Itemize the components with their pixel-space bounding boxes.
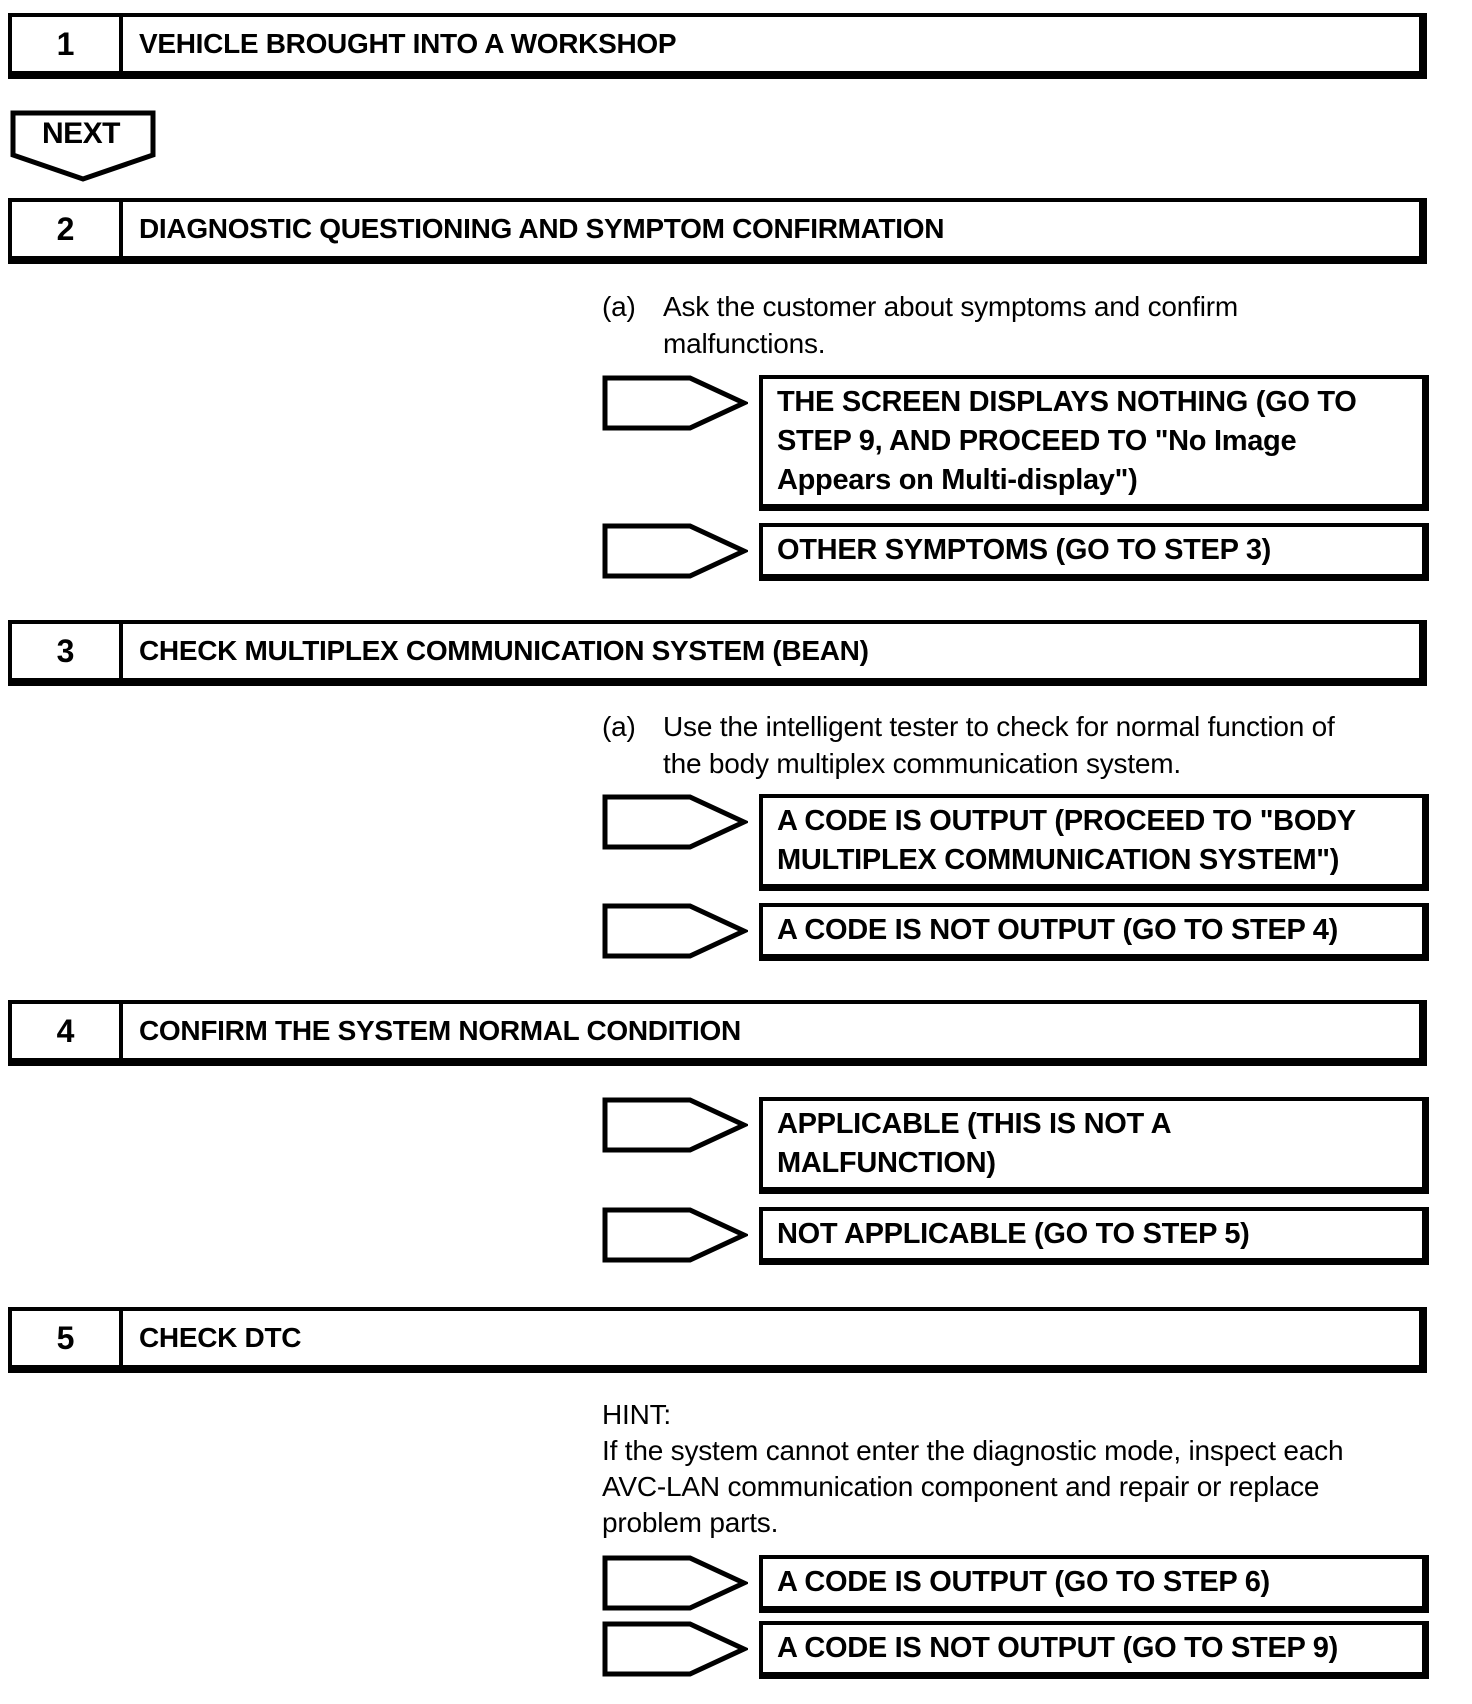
right-arrow-icon — [602, 903, 748, 959]
result-box: A CODE IS NOT OUTPUT (GO TO STEP 4) — [759, 903, 1429, 961]
result-box: APPLICABLE (THIS IS NOT A MALFUNCTION) — [759, 1097, 1429, 1194]
step-1-title: VEHICLE BROUGHT INTO A WORKSHOP — [139, 28, 677, 59]
step-5-hint: HINT: If the system cannot enter the dia… — [602, 1397, 1472, 1541]
step-2-result-1: THE SCREEN DISPLAYS NOTHING (GO TO STEP … — [602, 375, 1472, 511]
step-1-header: 1 VEHICLE BROUGHT INTO A WORKSHOP — [8, 13, 1427, 79]
result-text: APPLICABLE (THIS IS NOT A MALFUNCTION) — [777, 1108, 1172, 1179]
step-2-number: 2 — [12, 202, 123, 256]
step-4-number: 4 — [12, 1004, 123, 1058]
step-3-section: 3 CHECK MULTIPLEX COMMUNICATION SYSTEM (… — [0, 620, 1472, 961]
result-box: THE SCREEN DISPLAYS NOTHING (GO TO STEP … — [759, 375, 1429, 511]
result-text: THE SCREEN DISPLAYS NOTHING (GO TO STEP … — [777, 386, 1357, 496]
step-4-title: CONFIRM THE SYSTEM NORMAL CONDITION — [139, 1015, 741, 1046]
step-5-header: 5 CHECK DTC — [8, 1307, 1427, 1373]
step-4-header: 4 CONFIRM THE SYSTEM NORMAL CONDITION — [8, 1000, 1427, 1066]
next-label: NEXT — [41, 117, 121, 150]
step-4-result-1: APPLICABLE (THIS IS NOT A MALFUNCTION) — [602, 1097, 1472, 1194]
result-text: A CODE IS OUTPUT (GO TO STEP 6) — [777, 1566, 1270, 1598]
step-5-title: CHECK DTC — [139, 1322, 302, 1353]
step-5-section: 5 CHECK DTC HINT: If the system cannot e… — [0, 1307, 1472, 1679]
result-box: A CODE IS OUTPUT (PROCEED TO "BODY MULTI… — [759, 794, 1429, 891]
step-5-number: 5 — [12, 1311, 123, 1365]
step-2-title: DIAGNOSTIC QUESTIONING AND SYMPTOM CONFI… — [139, 213, 945, 244]
step-1-number: 1 — [12, 17, 123, 71]
result-box: A CODE IS NOT OUTPUT (GO TO STEP 9) — [759, 1621, 1429, 1679]
result-text: A CODE IS NOT OUTPUT (GO TO STEP 4) — [777, 914, 1338, 946]
right-arrow-icon — [602, 523, 748, 579]
step-5-result-2: A CODE IS NOT OUTPUT (GO TO STEP 9) — [602, 1621, 1472, 1679]
step-3-header: 3 CHECK MULTIPLEX COMMUNICATION SYSTEM (… — [8, 620, 1427, 686]
result-text: OTHER SYMPTOMS (GO TO STEP 3) — [777, 534, 1272, 566]
step-4-result-2: NOT APPLICABLE (GO TO STEP 5) — [602, 1207, 1472, 1265]
right-arrow-icon — [602, 1621, 748, 1677]
right-arrow-icon — [602, 1097, 748, 1153]
result-box: NOT APPLICABLE (GO TO STEP 5) — [759, 1207, 1429, 1265]
hint-label: HINT: — [602, 1399, 672, 1430]
step-2-section: 2 DIAGNOSTIC QUESTIONING AND SYMPTOM CON… — [0, 198, 1472, 581]
step-1-section: 1 VEHICLE BROUGHT INTO A WORKSHOP — [0, 13, 1472, 79]
step-3-instruction: (a) Use the intelligent tester to check … — [602, 708, 1472, 782]
step-2-instruction: (a) Ask the customer about symptoms and … — [602, 288, 1472, 362]
next-down-arrow-icon — [10, 110, 156, 182]
result-box: OTHER SYMPTOMS (GO TO STEP 3) — [759, 523, 1429, 581]
step-3-title: CHECK MULTIPLEX COMMUNICATION SYSTEM (BE… — [139, 635, 869, 666]
hint-text: If the system cannot enter the diagnosti… — [602, 1435, 1344, 1538]
right-arrow-icon — [602, 375, 748, 431]
right-arrow-icon — [602, 794, 748, 850]
right-arrow-icon — [602, 1207, 748, 1263]
instruction-label: (a) — [602, 711, 636, 742]
result-box: A CODE IS OUTPUT (GO TO STEP 6) — [759, 1555, 1429, 1613]
instruction-text: Ask the customer about symptoms and conf… — [663, 291, 1238, 359]
next-marker: NEXT — [10, 110, 156, 182]
result-text: A CODE IS OUTPUT (PROCEED TO "BODY MULTI… — [777, 805, 1356, 876]
instruction-text: Use the intelligent tester to check for … — [663, 711, 1335, 779]
step-3-number: 3 — [12, 624, 123, 678]
instruction-label: (a) — [602, 291, 636, 322]
step-4-section: 4 CONFIRM THE SYSTEM NORMAL CONDITION AP… — [0, 1000, 1472, 1265]
step-3-result-2: A CODE IS NOT OUTPUT (GO TO STEP 4) — [602, 903, 1472, 961]
result-text: NOT APPLICABLE (GO TO STEP 5) — [777, 1218, 1250, 1250]
result-text: A CODE IS NOT OUTPUT (GO TO STEP 9) — [777, 1632, 1338, 1664]
step-3-result-1: A CODE IS OUTPUT (PROCEED TO "BODY MULTI… — [602, 794, 1472, 891]
step-5-result-1: A CODE IS OUTPUT (GO TO STEP 6) — [602, 1555, 1472, 1613]
step-2-result-2: OTHER SYMPTOMS (GO TO STEP 3) — [602, 523, 1472, 581]
step-2-header: 2 DIAGNOSTIC QUESTIONING AND SYMPTOM CON… — [8, 198, 1427, 264]
right-arrow-icon — [602, 1555, 748, 1611]
